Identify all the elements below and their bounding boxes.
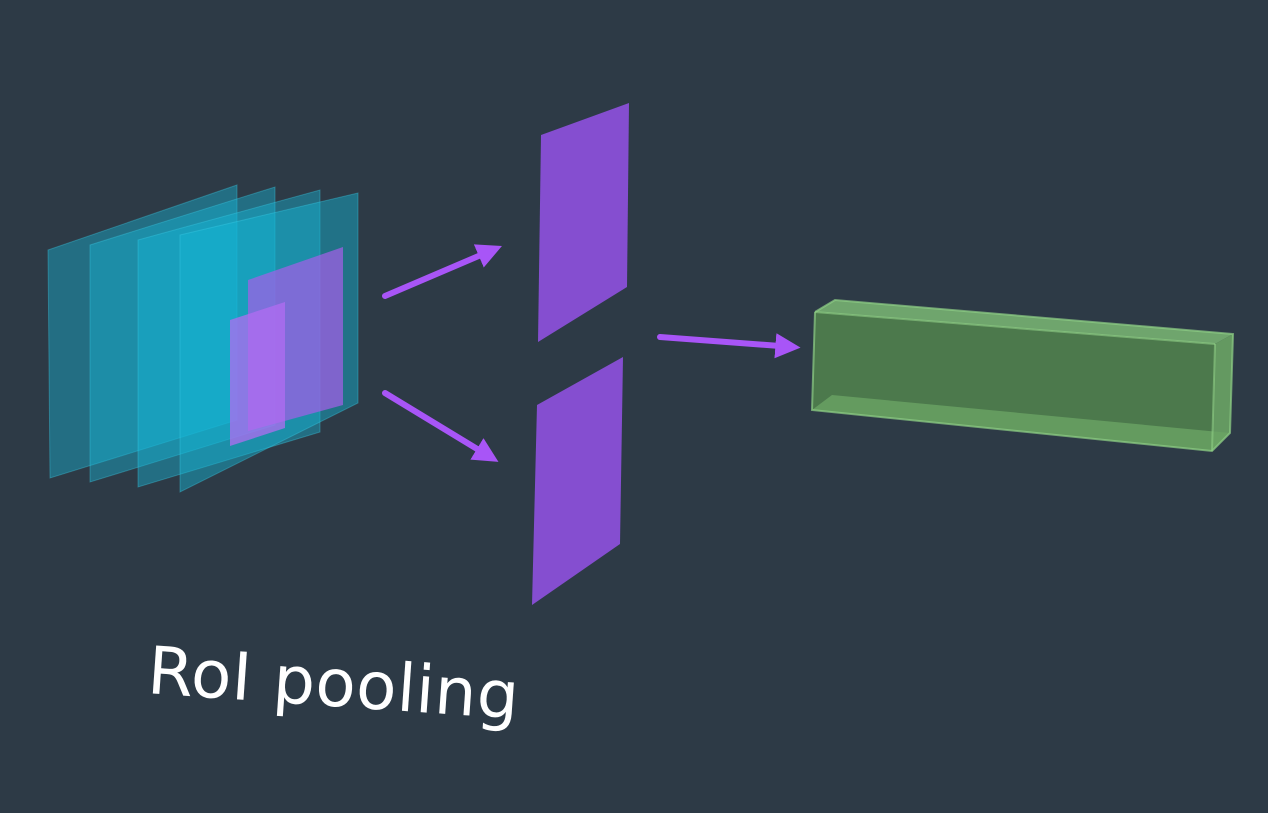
arrow-to-pooled-map-bottom	[382, 390, 499, 462]
output-feature-vector	[810, 298, 1235, 453]
output-vector-top-face	[815, 300, 1233, 344]
output-vector-edge	[1211, 343, 1216, 452]
pooled-feature-map-bottom	[532, 357, 623, 605]
pooled-feature-map-top	[538, 103, 629, 342]
output-vector-edge	[814, 311, 1216, 345]
arrow-to-pooled-map-top	[382, 244, 502, 299]
roi-region	[230, 302, 285, 446]
arrow-to-output-vector	[657, 333, 801, 359]
feature-map-stack	[47, 184, 359, 493]
output-vector-edges	[810, 298, 1235, 453]
output-vector-side-face	[1212, 334, 1233, 451]
output-vector-bottom-face	[812, 395, 1230, 451]
